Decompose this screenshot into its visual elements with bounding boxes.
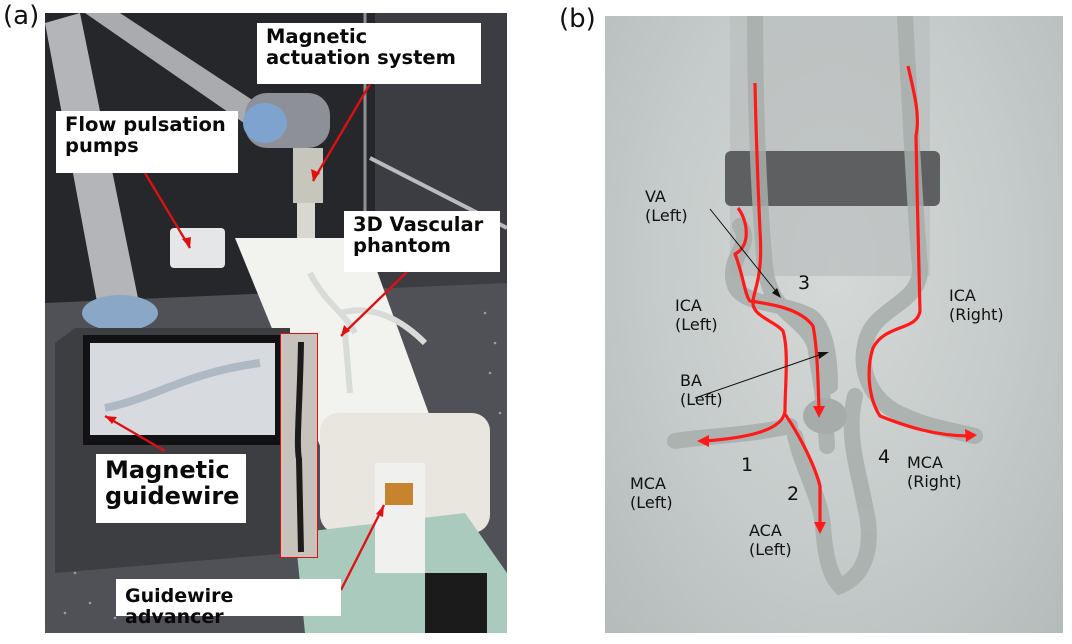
- navigation-paths: [704, 65, 971, 526]
- path-number-2: 2: [787, 483, 800, 505]
- tube-mca-left: [667, 418, 798, 449]
- path-4-mca-right: [867, 65, 971, 438]
- pointer-heads: [772, 288, 829, 359]
- label-ica-right: ICA (Right): [949, 286, 1004, 325]
- path-3-ba: [733, 207, 821, 412]
- pointer-ba: [694, 352, 826, 399]
- panel-b-letter: (b): [559, 4, 596, 34]
- path-1-mca-left: [704, 82, 788, 443]
- stepper-motor: [425, 573, 487, 633]
- phantom-tray: [235, 238, 445, 458]
- tube-aca: [787, 388, 877, 596]
- label-ica-left: ICA (Left): [675, 296, 718, 335]
- advancer-board: [385, 483, 413, 505]
- pointer-lines: [694, 208, 826, 399]
- laptop-screen-image: [90, 343, 275, 435]
- pointer-va: [709, 208, 779, 295]
- guidewire-inset-image: [294, 341, 304, 553]
- phantom-vessels: [307, 271, 428, 394]
- magnet-holder: [297, 203, 315, 243]
- screen-vessel: [104, 359, 261, 412]
- phantom-photo: VA (Left) ICA (Left) ICA (Right) BA (Lef…: [605, 16, 1063, 633]
- arrow-guidewire: [104, 415, 166, 452]
- annotation-arrowheads: [105, 169, 384, 517]
- robot-upper-arm: [85, 13, 295, 148]
- tube-ica-right: [855, 16, 983, 444]
- guidewire-inset: [280, 333, 318, 558]
- label-aca-left: ACA (Left): [749, 521, 792, 560]
- arrowhead-4: [965, 429, 977, 442]
- path-number-3: 3: [798, 272, 811, 294]
- label-flow-pulsation-pumps: Flow pulsation pumps: [56, 111, 238, 173]
- label-ba-left: BA (Left): [680, 371, 723, 410]
- robot-base: [82, 295, 158, 331]
- annotation-arrows: [104, 83, 408, 591]
- label-mca-right: MCA (Right): [907, 453, 962, 492]
- arrow-phantom: [340, 271, 408, 337]
- label-va-left: VA (Left): [645, 187, 688, 226]
- arrowhead-1: [697, 435, 709, 447]
- arrowhead-2: [814, 522, 826, 534]
- advancer-frame: [375, 463, 425, 573]
- label-magnetic-guidewire: Magnetic guidewire: [96, 454, 246, 523]
- panel-a-letter: (a): [3, 1, 40, 31]
- setup-photo: Magnetic actuation system Flow pulsation…: [45, 13, 507, 633]
- path-number-4: 4: [878, 446, 891, 468]
- arrow-magnet: [312, 83, 371, 182]
- path-2-aca-left: [783, 413, 822, 526]
- robot-joint-cap: [243, 103, 287, 143]
- arrowhead-3: [813, 406, 825, 418]
- label-magnetic-actuation-system: Magnetic actuation system: [257, 23, 481, 84]
- magnet-housing: [293, 148, 323, 203]
- phantom-scene: [667, 16, 983, 596]
- path-number-1: 1: [741, 454, 754, 476]
- pump-device: [170, 228, 225, 268]
- arrow-pumps: [144, 172, 191, 249]
- label-3d-vascular-phantom: 3D Vascular phantom: [344, 211, 500, 272]
- label-guidewire-advancer: Guidewire advancer: [116, 579, 341, 627]
- label-mca-left: MCA (Left): [630, 474, 673, 513]
- mount-bracket: [725, 151, 940, 206]
- basilar-junction: [803, 398, 847, 434]
- setup-scene: [45, 13, 507, 633]
- arrow-advancer: [339, 504, 386, 591]
- guidewire-tip: [294, 341, 304, 553]
- path-arrowheads: [697, 406, 977, 534]
